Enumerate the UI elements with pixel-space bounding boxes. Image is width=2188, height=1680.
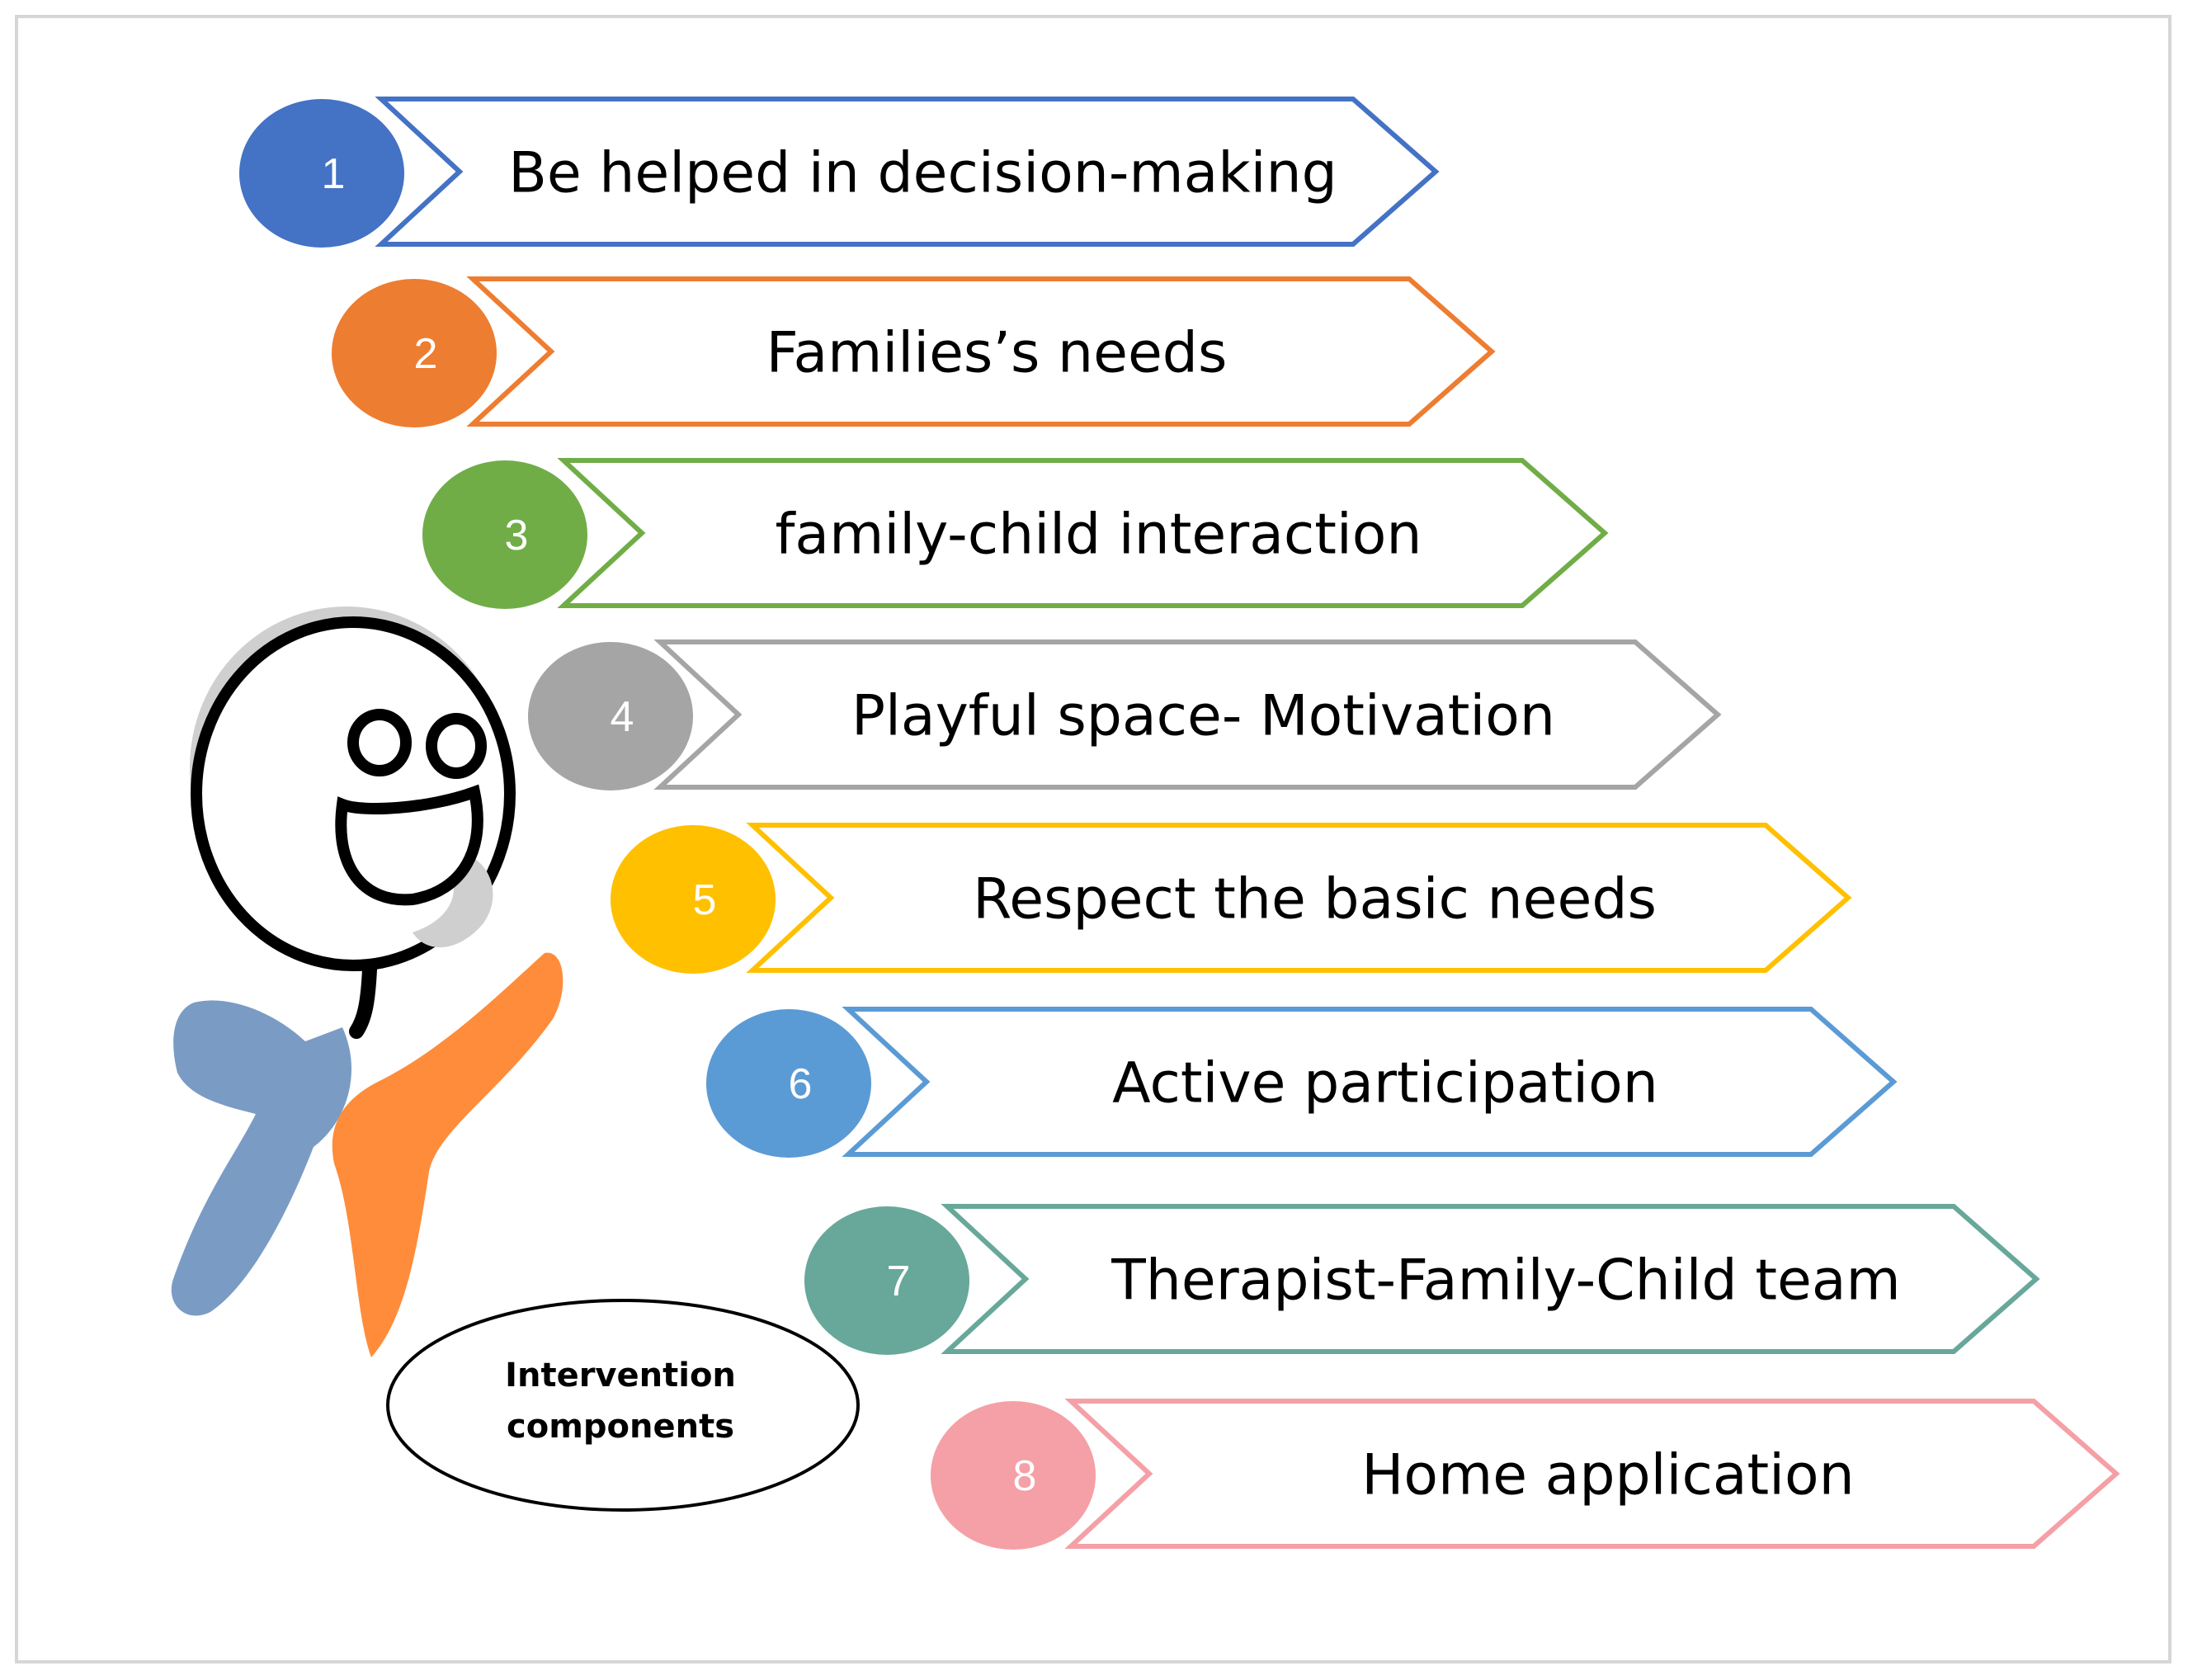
step-8: 8 Home application — [931, 1399, 2120, 1550]
mascot-left-eye — [347, 709, 412, 776]
step-number-circle — [422, 460, 587, 609]
step-number: 3 — [505, 512, 529, 559]
step-number-circle — [931, 1401, 1096, 1550]
step-label: Therapist-Family-Child team — [1111, 1248, 1900, 1314]
step-arrow — [653, 639, 1722, 790]
step-label: family-child interaction — [775, 503, 1422, 568]
step-number-circle — [528, 642, 693, 790]
mascot-figure — [171, 606, 564, 1357]
mascot-orange-body — [332, 952, 564, 1357]
step-label: Be helped in decision-making — [508, 141, 1337, 206]
mascot-blue-body — [171, 1000, 352, 1316]
step-number-circle — [239, 99, 404, 248]
step-number-circle — [804, 1206, 969, 1355]
step-label: Respect the basic needs — [973, 867, 1657, 932]
step-number: 1 — [322, 150, 346, 198]
step-arrow — [842, 1007, 1898, 1157]
step-number: 7 — [887, 1258, 911, 1305]
caption-ellipse — [386, 1299, 860, 1512]
step-number: 6 — [789, 1060, 813, 1108]
steps-layer: 1 Be helped in decision-making 2 Families’s… — [239, 97, 2120, 1550]
step-number-circle — [332, 279, 497, 427]
step-arrow — [1064, 1399, 2120, 1549]
caption-bubble: Intervention components — [386, 1299, 860, 1512]
mascot-head-highlight — [413, 848, 493, 948]
step-1: 1 Be helped in decision-making — [239, 97, 1440, 248]
step-number-circle — [611, 825, 776, 974]
step-6: 6 Active participation — [706, 1007, 1898, 1158]
step-2: 2 Families’s needs — [332, 276, 1496, 427]
step-number: 2 — [414, 330, 438, 378]
mascot-neck — [349, 962, 377, 1039]
step-label: Home application — [1361, 1443, 1855, 1508]
step-5: 5 Respect the basic needs — [611, 823, 1852, 974]
mascot-mouth — [335, 784, 483, 906]
step-number: 8 — [1013, 1452, 1037, 1500]
step-arrow — [375, 97, 1440, 247]
step-4: 4 Playful space- Motivation — [528, 639, 1722, 790]
mascot-right-eye — [426, 713, 487, 779]
caption-line-2: components — [507, 1408, 734, 1446]
step-arrow — [466, 276, 1496, 427]
step-3: 3 family-child interaction — [422, 458, 1609, 609]
step-number: 4 — [611, 693, 634, 741]
step-number: 5 — [693, 876, 717, 924]
step-label: Families’s needs — [766, 321, 1228, 386]
step-arrow — [557, 458, 1609, 608]
step-arrow — [746, 823, 1852, 973]
step-arrow — [941, 1204, 2040, 1354]
step-7: 7 Therapist-Family-Child team — [804, 1204, 2040, 1355]
step-number-circle — [706, 1009, 871, 1158]
caption-line-1: Intervention — [505, 1357, 736, 1394]
step-label: Active participation — [1112, 1051, 1658, 1116]
step-label: Playful space- Motivation — [851, 684, 1555, 749]
